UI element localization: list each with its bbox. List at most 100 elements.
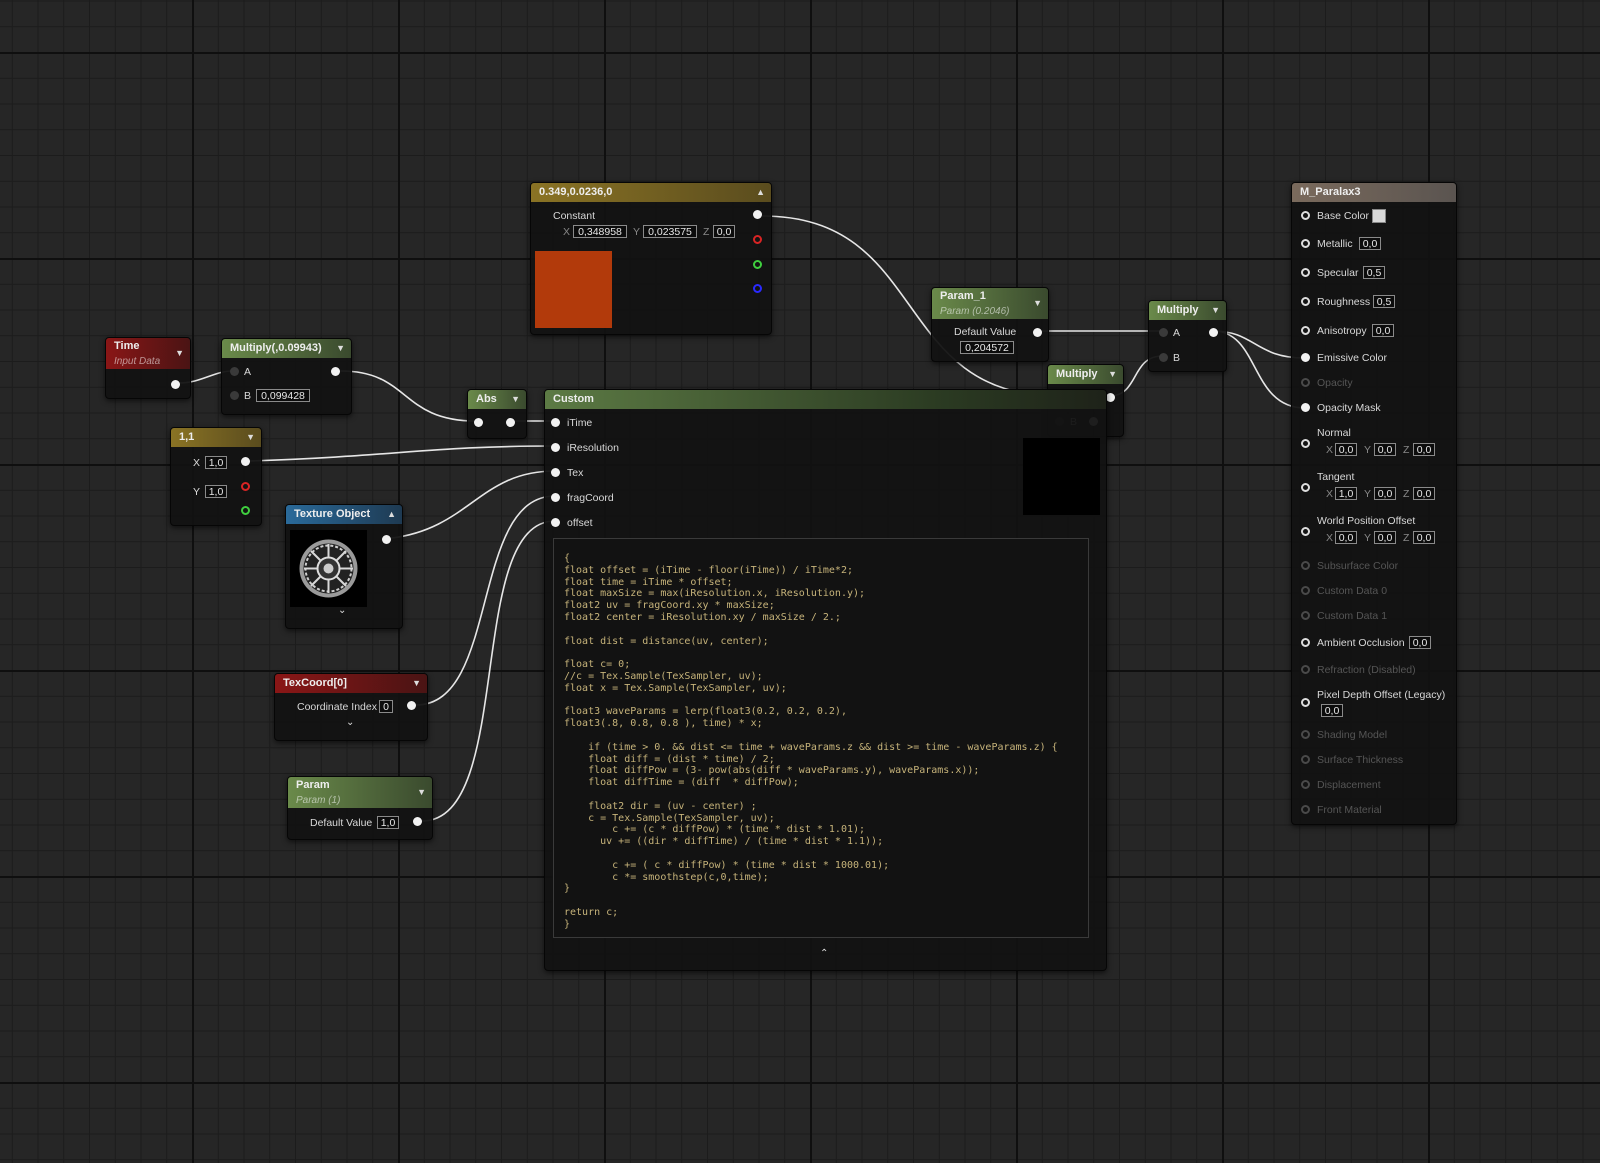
- texcoord-output-pin[interactable]: [407, 701, 416, 710]
- tangent-pin[interactable]: [1301, 483, 1310, 492]
- multiply-a-pin[interactable]: [230, 367, 239, 376]
- res-g-pin[interactable]: [241, 506, 250, 515]
- multiply-3-header[interactable]: Multiply ▼: [1149, 301, 1226, 320]
- multiply-b-field[interactable]: 0,099428: [256, 389, 310, 402]
- texcoord-node[interactable]: TexCoord[0] ▼ Coordinate Index 0 ⌄: [274, 673, 428, 741]
- custom-tex-pin[interactable]: [551, 468, 560, 477]
- material-header[interactable]: M_Paralax3: [1292, 183, 1456, 202]
- constant-node[interactable]: 0.349,0.0236,0 ▲ Constant X 0,348958 Y 0…: [530, 182, 772, 335]
- param1-default-value-field[interactable]: 0,204572: [960, 341, 1014, 354]
- custom-code-editor[interactable]: { float offset = (iTime - floor(iTime)) …: [553, 538, 1089, 938]
- material-result-node[interactable]: M_Paralax3 Base Color Metallic 0,0 Specu…: [1291, 182, 1457, 825]
- multiply-3-output-pin[interactable]: [1209, 328, 1218, 337]
- abs-node-header[interactable]: Abs ▼: [468, 390, 526, 409]
- opacity-mask-pin[interactable]: [1301, 403, 1310, 412]
- normal-pin[interactable]: [1301, 439, 1310, 448]
- custom-data-0-pin[interactable]: [1301, 586, 1310, 595]
- constant-x-field[interactable]: 0,348958: [573, 225, 627, 238]
- constant-r-pin[interactable]: [753, 235, 762, 244]
- normal-y-field[interactable]: 0,0: [1374, 443, 1396, 456]
- multiply-3-a-pin[interactable]: [1159, 328, 1168, 337]
- custom-itime-pin[interactable]: [551, 418, 560, 427]
- custom-node[interactable]: Custom iTime iResolution Tex fragCoord o…: [544, 389, 1107, 971]
- refraction-pin[interactable]: [1301, 665, 1310, 674]
- expand-more-icon[interactable]: ⌄: [338, 605, 347, 616]
- param-node[interactable]: Param Param (1) ▼ Default Value 1,0: [287, 776, 433, 840]
- shading-model-pin[interactable]: [1301, 730, 1310, 739]
- metallic-field[interactable]: 0,0: [1359, 237, 1381, 250]
- metallic-pin[interactable]: [1301, 239, 1310, 248]
- dropdown-icon[interactable]: ▼: [1211, 305, 1220, 315]
- anisotropy-field[interactable]: 0,0: [1372, 324, 1394, 337]
- multiply-b-pin[interactable]: [230, 391, 239, 400]
- multiply-node-3[interactable]: Multiply ▼ A B: [1148, 300, 1227, 372]
- normal-x-field[interactable]: 0,0: [1335, 443, 1357, 456]
- dropdown-icon[interactable]: ▼: [511, 394, 520, 404]
- normal-z-field[interactable]: 0,0: [1413, 443, 1435, 456]
- res-output-pin[interactable]: [241, 457, 250, 466]
- custom-node-header[interactable]: Custom: [545, 390, 1106, 409]
- multiply-2-output-pin[interactable]: [1106, 393, 1115, 402]
- abs-input-pin[interactable]: [474, 418, 483, 427]
- specular-pin[interactable]: [1301, 268, 1310, 277]
- collapse-icon[interactable]: ▲: [756, 187, 765, 197]
- wpo-y-field[interactable]: 0,0: [1374, 531, 1396, 544]
- multiply-3-b-pin[interactable]: [1159, 353, 1168, 362]
- dropdown-icon[interactable]: ▼: [417, 787, 426, 797]
- constant-y-field[interactable]: 0,023575: [643, 225, 697, 238]
- multiply-scalar-header[interactable]: Multiply(,0.09943) ▼: [222, 339, 351, 358]
- base-color-swatch[interactable]: [1372, 209, 1386, 223]
- roughness-field[interactable]: 0,5: [1373, 295, 1395, 308]
- time-node-header[interactable]: Time Input Data ▼: [106, 338, 190, 369]
- constant-z-field[interactable]: 0,0: [713, 225, 735, 238]
- param1-output-pin[interactable]: [1033, 328, 1042, 337]
- dropdown-icon[interactable]: ▼: [336, 343, 345, 353]
- constant-b-pin[interactable]: [753, 284, 762, 293]
- res-x-field[interactable]: 1,0: [205, 456, 227, 469]
- collapse-icon[interactable]: ▲: [387, 509, 396, 519]
- time-output-pin[interactable]: [171, 380, 180, 389]
- multiply-scalar-node[interactable]: Multiply(,0.09943) ▼ A B 0,099428: [221, 338, 352, 415]
- front-material-pin[interactable]: [1301, 805, 1310, 814]
- param-header[interactable]: Param Param (1) ▼: [288, 777, 432, 808]
- param-default-value-field[interactable]: 1,0: [377, 816, 399, 829]
- subsurface-pin[interactable]: [1301, 561, 1310, 570]
- displacement-pin[interactable]: [1301, 780, 1310, 789]
- param-output-pin[interactable]: [413, 817, 422, 826]
- resolution-node[interactable]: 1,1 ▼ X 1,0 Y 1,0: [170, 427, 262, 526]
- param1-node[interactable]: Param_1 Param (0.2046) ▼ Default Value 0…: [931, 287, 1049, 362]
- emissive-color-pin[interactable]: [1301, 353, 1310, 362]
- res-y-field[interactable]: 1,0: [205, 485, 227, 498]
- coordinate-index-field[interactable]: 0: [379, 700, 393, 713]
- ambient-occlusion-pin[interactable]: [1301, 638, 1310, 647]
- abs-output-pin[interactable]: [506, 418, 515, 427]
- texture-object-node[interactable]: Texture Object ▲ ⌄: [285, 504, 403, 629]
- param1-header[interactable]: Param_1 Param (0.2046) ▼: [932, 288, 1048, 319]
- time-node[interactable]: Time Input Data ▼: [105, 337, 191, 399]
- pixel-depth-offset-pin[interactable]: [1301, 698, 1310, 707]
- surface-thickness-pin[interactable]: [1301, 755, 1310, 764]
- tangent-y-field[interactable]: 0,0: [1374, 487, 1396, 500]
- dropdown-icon[interactable]: ▼: [246, 432, 255, 442]
- expand-more-icon[interactable]: ⌄: [346, 717, 355, 728]
- dropdown-icon[interactable]: ▼: [175, 348, 184, 358]
- abs-node[interactable]: Abs ▼: [467, 389, 527, 439]
- custom-fragcoord-pin[interactable]: [551, 493, 560, 502]
- tangent-x-field[interactable]: 1,0: [1335, 487, 1357, 500]
- constant-node-header[interactable]: 0.349,0.0236,0 ▲: [531, 183, 771, 202]
- roughness-pin[interactable]: [1301, 297, 1310, 306]
- custom-offset-pin[interactable]: [551, 518, 560, 527]
- wpo-x-field[interactable]: 0,0: [1335, 531, 1357, 544]
- opacity-pin[interactable]: [1301, 378, 1310, 387]
- tangent-z-field[interactable]: 0,0: [1413, 487, 1435, 500]
- res-r-pin[interactable]: [241, 482, 250, 491]
- expand-less-icon[interactable]: ⌃: [820, 948, 829, 959]
- anisotropy-pin[interactable]: [1301, 326, 1310, 335]
- pixel-depth-offset-field[interactable]: 0,0: [1321, 704, 1343, 717]
- ambient-occlusion-field[interactable]: 0,0: [1409, 636, 1431, 649]
- multiply-2-header[interactable]: Multiply ▼: [1048, 365, 1123, 384]
- dropdown-icon[interactable]: ▼: [1108, 369, 1117, 379]
- resolution-node-header[interactable]: 1,1 ▼: [171, 428, 261, 447]
- dropdown-icon[interactable]: ▼: [1033, 298, 1042, 308]
- multiply-output-pin[interactable]: [331, 367, 340, 376]
